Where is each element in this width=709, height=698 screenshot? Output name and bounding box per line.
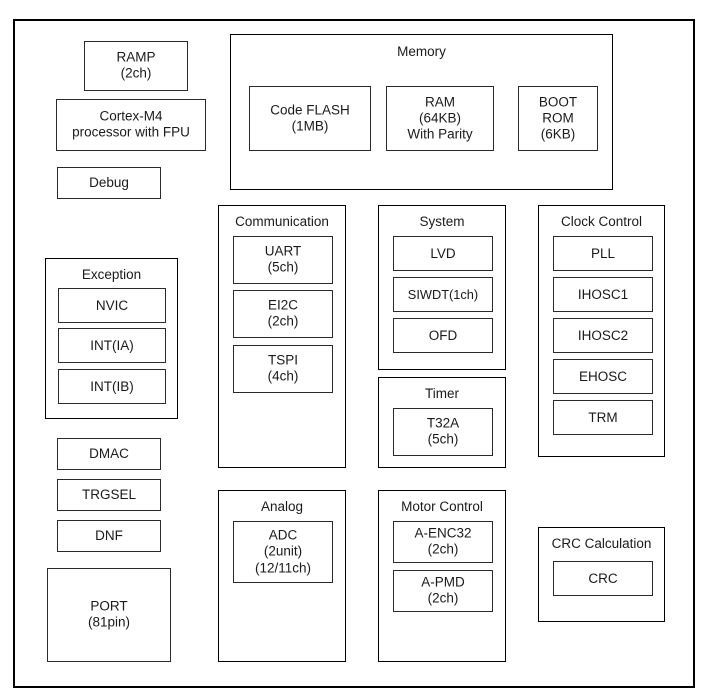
block-lvd[interactable]: LVD xyxy=(393,236,493,271)
block-int-ia-label: INT(IA) xyxy=(90,337,134,353)
block-ihosc1[interactable]: IHOSC1 xyxy=(553,277,653,312)
block-lvd-label: LVD xyxy=(430,245,456,261)
block-tspi[interactable]: TSPI (4ch) xyxy=(233,345,333,393)
block-port-label: PORT (81pin) xyxy=(87,598,131,630)
group-memory-title: Memory xyxy=(397,44,446,59)
group-communication-title: Communication xyxy=(235,214,329,229)
block-ram[interactable]: RAM (64KB) With Parity xyxy=(386,86,494,151)
block-t32a-label: T32A (5ch) xyxy=(426,415,460,447)
block-a-enc32[interactable]: A-ENC32 (2ch) xyxy=(393,521,493,563)
group-system[interactable]: System LVD SIWDT(1ch) OFD xyxy=(378,205,506,370)
block-dmac-label: DMAC xyxy=(89,445,129,461)
block-nvic-label: NVIC xyxy=(95,297,129,313)
block-debug[interactable]: Debug xyxy=(57,167,161,199)
group-timer[interactable]: Timer T32A (5ch) xyxy=(378,377,506,468)
group-motor-control-title: Motor Control xyxy=(401,499,483,514)
block-ram-label: RAM (64KB) With Parity xyxy=(407,93,473,142)
block-crc[interactable]: CRC xyxy=(553,561,653,596)
group-exception[interactable]: Exception NVIC INT(IA) INT(IB) xyxy=(45,258,178,419)
block-debug-label: Debug xyxy=(89,174,129,190)
group-exception-title: Exception xyxy=(81,267,142,282)
group-clock-control-title: Clock Control xyxy=(560,214,643,229)
block-ofd[interactable]: OFD xyxy=(393,318,493,353)
block-trgsel-label: TRGSEL xyxy=(81,486,136,502)
group-analog[interactable]: Analog ADC (2unit) (12/11ch) xyxy=(218,490,346,662)
block-ramp[interactable]: RAMP (2ch) xyxy=(84,41,188,91)
block-cortex-m4[interactable]: Cortex-M4 processor with FPU xyxy=(56,99,206,151)
block-ramp-label: RAMP (2ch) xyxy=(116,49,156,81)
block-ihosc1-label: IHOSC1 xyxy=(577,286,629,302)
block-ehosc[interactable]: EHOSC xyxy=(553,359,653,394)
group-motor-control[interactable]: Motor Control A-ENC32 (2ch) A-PMD (2ch) xyxy=(378,490,506,662)
block-int-ib[interactable]: INT(IB) xyxy=(58,369,166,404)
block-dnf-label: DNF xyxy=(95,527,123,543)
block-adc[interactable]: ADC (2unit) (12/11ch) xyxy=(233,521,333,583)
group-crc-calculation[interactable]: CRC Calculation CRC xyxy=(538,527,665,622)
group-system-title: System xyxy=(419,214,465,229)
block-ehosc-label: EHOSC xyxy=(578,368,627,384)
group-analog-title: Analog xyxy=(260,499,304,514)
block-trm[interactable]: TRM xyxy=(553,400,653,435)
block-a-pmd[interactable]: A-PMD (2ch) xyxy=(393,570,493,612)
block-trgsel[interactable]: TRGSEL xyxy=(57,479,161,511)
block-pll-label: PLL xyxy=(590,245,616,261)
block-boot-rom[interactable]: BOOT ROM (6KB) xyxy=(518,86,598,151)
block-trm-label: TRM xyxy=(588,409,618,425)
block-boot-rom-label: BOOT ROM (6KB) xyxy=(538,93,578,142)
group-memory[interactable]: Memory Code FLASH (1MB) RAM (64KB) With … xyxy=(230,34,613,190)
block-adc-label: ADC (2unit) (12/11ch) xyxy=(254,527,312,576)
block-nvic[interactable]: NVIC xyxy=(58,288,166,323)
block-code-flash[interactable]: Code FLASH (1MB) xyxy=(249,86,371,151)
group-timer-title: Timer xyxy=(425,386,459,401)
block-dmac[interactable]: DMAC xyxy=(57,438,161,470)
block-ei2c[interactable]: EI2C (2ch) xyxy=(233,290,333,338)
block-int-ia[interactable]: INT(IA) xyxy=(58,328,166,363)
block-int-ib-label: INT(IB) xyxy=(90,378,134,394)
group-crc-calculation-title: CRC Calculation xyxy=(551,536,652,551)
block-ihosc2-label: IHOSC2 xyxy=(577,327,629,343)
block-a-pmd-label: A-PMD (2ch) xyxy=(421,574,465,606)
block-ofd-label: OFD xyxy=(428,327,458,343)
group-clock-control[interactable]: Clock Control PLL IHOSC1 IHOSC2 EHOSC TR… xyxy=(538,205,665,457)
block-uart-label: UART (5ch) xyxy=(264,243,302,275)
block-crc-label: CRC xyxy=(588,570,618,586)
block-siwdt[interactable]: SIWDT(1ch) xyxy=(393,277,493,312)
block-pll[interactable]: PLL xyxy=(553,236,653,271)
group-communication[interactable]: Communication UART (5ch) EI2C (2ch) TSPI… xyxy=(218,205,346,468)
block-cortex-m4-label: Cortex-M4 processor with FPU xyxy=(72,108,190,140)
block-code-flash-label: Code FLASH (1MB) xyxy=(270,102,350,134)
block-t32a[interactable]: T32A (5ch) xyxy=(393,408,493,456)
block-ihosc2[interactable]: IHOSC2 xyxy=(553,318,653,353)
block-port[interactable]: PORT (81pin) xyxy=(47,568,171,662)
block-uart[interactable]: UART (5ch) xyxy=(233,236,333,284)
block-a-enc32-label: A-ENC32 (2ch) xyxy=(414,525,472,557)
block-tspi-label: TSPI (4ch) xyxy=(267,352,299,384)
block-ei2c-label: EI2C (2ch) xyxy=(267,297,299,329)
block-dnf[interactable]: DNF xyxy=(57,520,161,552)
block-siwdt-label: SIWDT(1ch) xyxy=(407,286,479,302)
